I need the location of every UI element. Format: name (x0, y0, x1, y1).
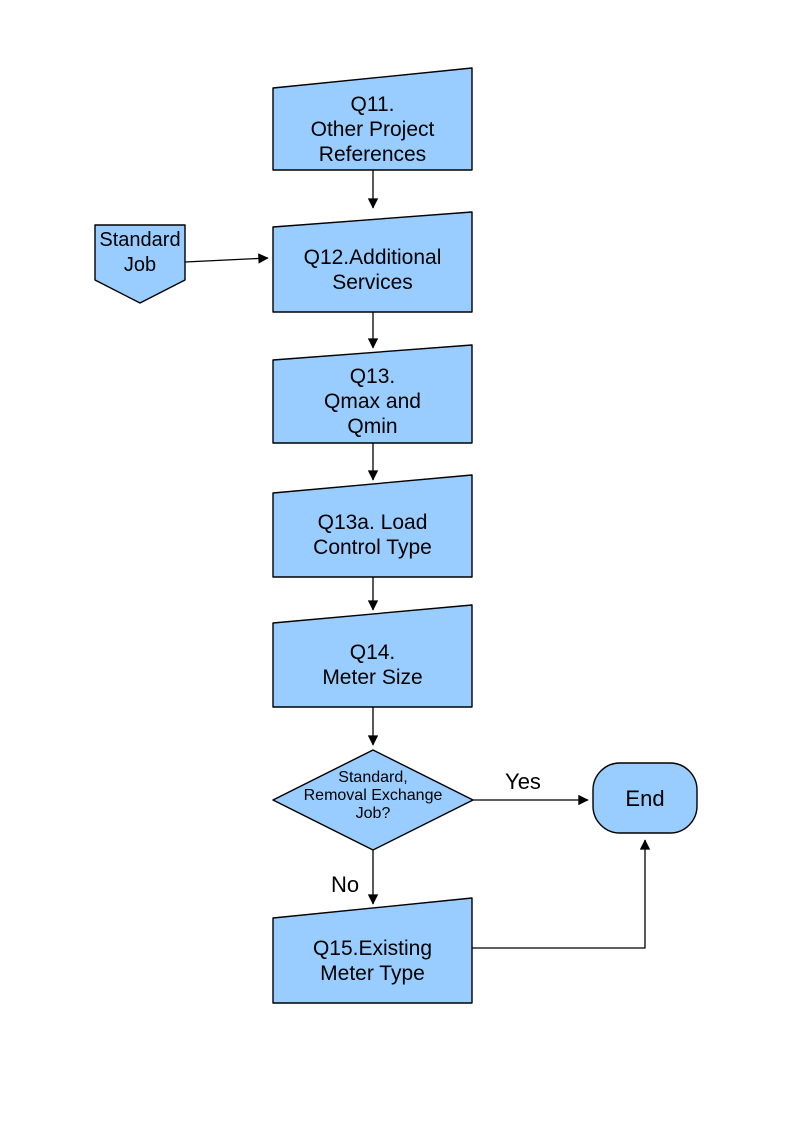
q11-node (272, 67, 473, 171)
decision-label: Standard, Removal Exchange Job? (303, 769, 443, 822)
q15-label: Q15.Existing Meter Type (312, 936, 433, 985)
q14-label: Q14. Meter Size (322, 641, 423, 689)
q14-node (272, 604, 473, 708)
q15-node (272, 897, 473, 1004)
standard-job-label: Standard Job (99, 228, 181, 276)
q12-label: Q12.Additional Services (303, 245, 442, 294)
q11-label: Q11. Other Project References (310, 92, 435, 166)
q13-label: Q13. Qmax and Qmin (324, 365, 421, 438)
end-label: End (625, 785, 665, 811)
q13-node (272, 344, 473, 444)
no-edge-label: No (330, 872, 360, 897)
decision-node (272, 749, 474, 851)
q13a-node (272, 474, 473, 578)
end-node (592, 762, 698, 834)
q13a-label: Q13a. Load Control Type (313, 511, 432, 559)
connector-standardjob-q12 (184, 253, 269, 264)
q12-node (272, 211, 473, 313)
connector-q15-end (472, 839, 651, 949)
yes-edge-label: Yes (505, 769, 541, 794)
standard-job-node (94, 224, 186, 304)
